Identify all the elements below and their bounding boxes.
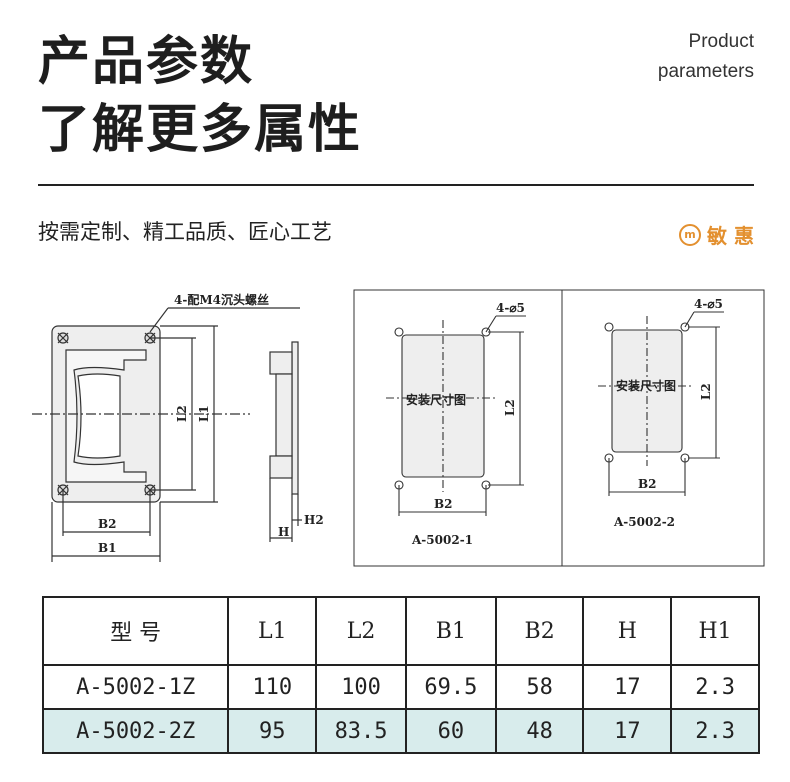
cell-l2: 83.5 (315, 708, 407, 754)
header-b2: B2 (494, 596, 585, 666)
table-header-row: 型 号 L1 L2 B1 B2 H H1 (41, 596, 760, 666)
callout-leader (149, 307, 169, 333)
panel1-model: A-5002-1 (411, 533, 473, 547)
dim-b1: B1 (98, 541, 117, 555)
cell-h1: 2.3 (670, 708, 760, 754)
header-l2: L2 (315, 596, 407, 666)
cell-l2: 100 (315, 664, 407, 710)
spec-table: 型 号 L1 L2 B1 B2 H H1 A-5002-1Z 110 100 6… (41, 596, 760, 754)
cell-b1: 60 (404, 708, 497, 754)
side-view (269, 341, 302, 542)
brand: m 敏 惠 (679, 220, 754, 249)
cell-b1: 69.5 (404, 664, 497, 710)
panel1-hole-spec: 4-⌀5 (496, 301, 525, 315)
panel2-dim-b2: B2 (638, 477, 657, 491)
panel1-dim-b2: B2 (434, 497, 453, 511)
panel1-dim-l2: L2 (503, 399, 517, 416)
cell-h1: 2.3 (670, 664, 760, 710)
header-b1: B1 (404, 596, 497, 666)
header-divider (38, 184, 754, 186)
dim-h2: H2 (304, 513, 324, 527)
cell-h: 17 (582, 664, 673, 710)
dim-l2: L2 (175, 405, 189, 422)
page-title-line2: 了解更多属性 (38, 100, 363, 160)
cell-model: A-5002-1Z (41, 664, 230, 710)
dim-h: H (278, 525, 289, 539)
header-model: 型 号 (41, 596, 230, 666)
cell-l1: 95 (227, 708, 318, 754)
brand-logo-icon: m (679, 223, 702, 246)
header-l1: L1 (227, 596, 318, 666)
brand-name: 敏 惠 (707, 224, 754, 248)
header-h1: H1 (670, 596, 760, 666)
panel2-frame (561, 289, 765, 567)
drawings-svg: 4-配M4沉头螺丝 L2 L1 B2 B1 H H2 (32, 289, 765, 567)
panel2-model: A-5002-2 (613, 515, 675, 529)
panel1-drawing (386, 315, 526, 516)
panel2-hole-spec: 4-⌀5 (694, 297, 723, 311)
handle-grip (77, 373, 121, 459)
cell-b2: 48 (494, 708, 585, 754)
header-h: H (582, 596, 673, 666)
dim-l1: L1 (197, 405, 211, 422)
panel2-drawing (598, 311, 724, 496)
technical-drawings: 4-配M4沉头螺丝 L2 L1 B2 B1 H H2 (0, 280, 790, 580)
dim-b2: B2 (98, 517, 117, 531)
cell-l1: 110 (227, 664, 318, 710)
cell-h: 17 (582, 708, 673, 754)
subtitle: 按需定制、精工品质、匠心工艺 (38, 220, 332, 244)
page-title-line1: 产品参数 (38, 32, 255, 92)
table-row: A-5002-1Z 110 100 69.5 58 17 2.3 (41, 664, 760, 710)
panel2-center-label: 安装尺寸图 (616, 378, 676, 393)
cell-b2: 58 (494, 664, 585, 710)
cell-model: A-5002-2Z (41, 708, 230, 754)
handle-recess (65, 349, 147, 483)
panel2-dim-l2: L2 (699, 383, 713, 400)
table-row: A-5002-2Z 95 83.5 60 48 17 2.3 (41, 708, 760, 754)
english-title-line2: parameters (657, 61, 754, 82)
front-view (32, 307, 300, 562)
panel1-center-label: 安装尺寸图 (406, 392, 466, 407)
english-title-line1: Product (688, 31, 754, 52)
callout-screws: 4-配M4沉头螺丝 (174, 292, 269, 307)
